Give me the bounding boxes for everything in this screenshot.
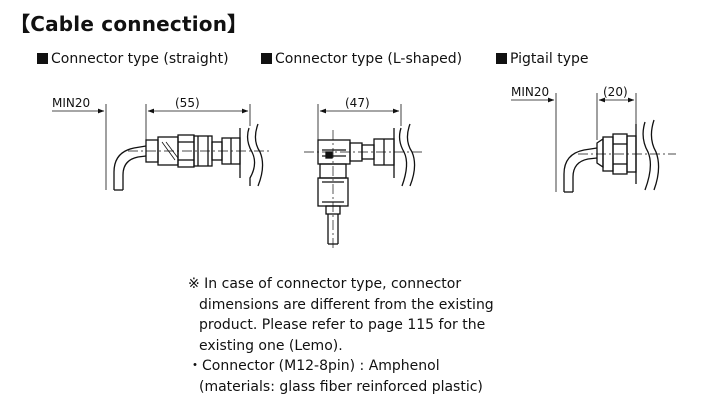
- note-line: (materials: glass fiber reinforced plast…: [199, 378, 483, 395]
- notes-block: ※ In case of connector type, connector d…: [188, 274, 528, 397]
- straight-connector-drawing: [52, 104, 272, 191]
- pigtail-drawing: [511, 93, 676, 193]
- lshaped-connector-drawing: [304, 104, 424, 250]
- pigtail-length-dimension: (20): [603, 85, 628, 99]
- caption-pigtail: Pigtail type: [496, 51, 588, 67]
- note-line: product. Please refer to page 115 for th…: [199, 317, 486, 333]
- caption-straight-label: Connector type (straight): [51, 51, 229, 67]
- note-line: ※ In case of connector type, connector: [188, 276, 462, 292]
- caption-straight: Connector type (straight): [37, 51, 229, 67]
- note-line: dimensions are different from the existi…: [199, 296, 494, 313]
- straight-length-dimension: (55): [175, 96, 200, 110]
- note-line: existing one (Lemo).: [199, 337, 343, 354]
- bullet-square-icon: [261, 53, 272, 64]
- caption-lshaped: Connector type (L-shaped): [261, 51, 462, 67]
- bullet-square-icon: [37, 53, 48, 64]
- page-title: 【Cable connection】: [10, 12, 248, 36]
- lshaped-length-dimension: (47): [345, 96, 370, 110]
- straight-min-dimension: MIN20: [52, 96, 91, 110]
- pigtail-min-dimension: MIN20: [511, 85, 550, 99]
- caption-pigtail-label: Pigtail type: [510, 51, 589, 67]
- note-line: ・Connector (M12-8pin) : Amphenol: [188, 358, 440, 374]
- bullet-square-icon: [496, 53, 507, 64]
- caption-lshaped-label: Connector type (L-shaped): [275, 51, 463, 67]
